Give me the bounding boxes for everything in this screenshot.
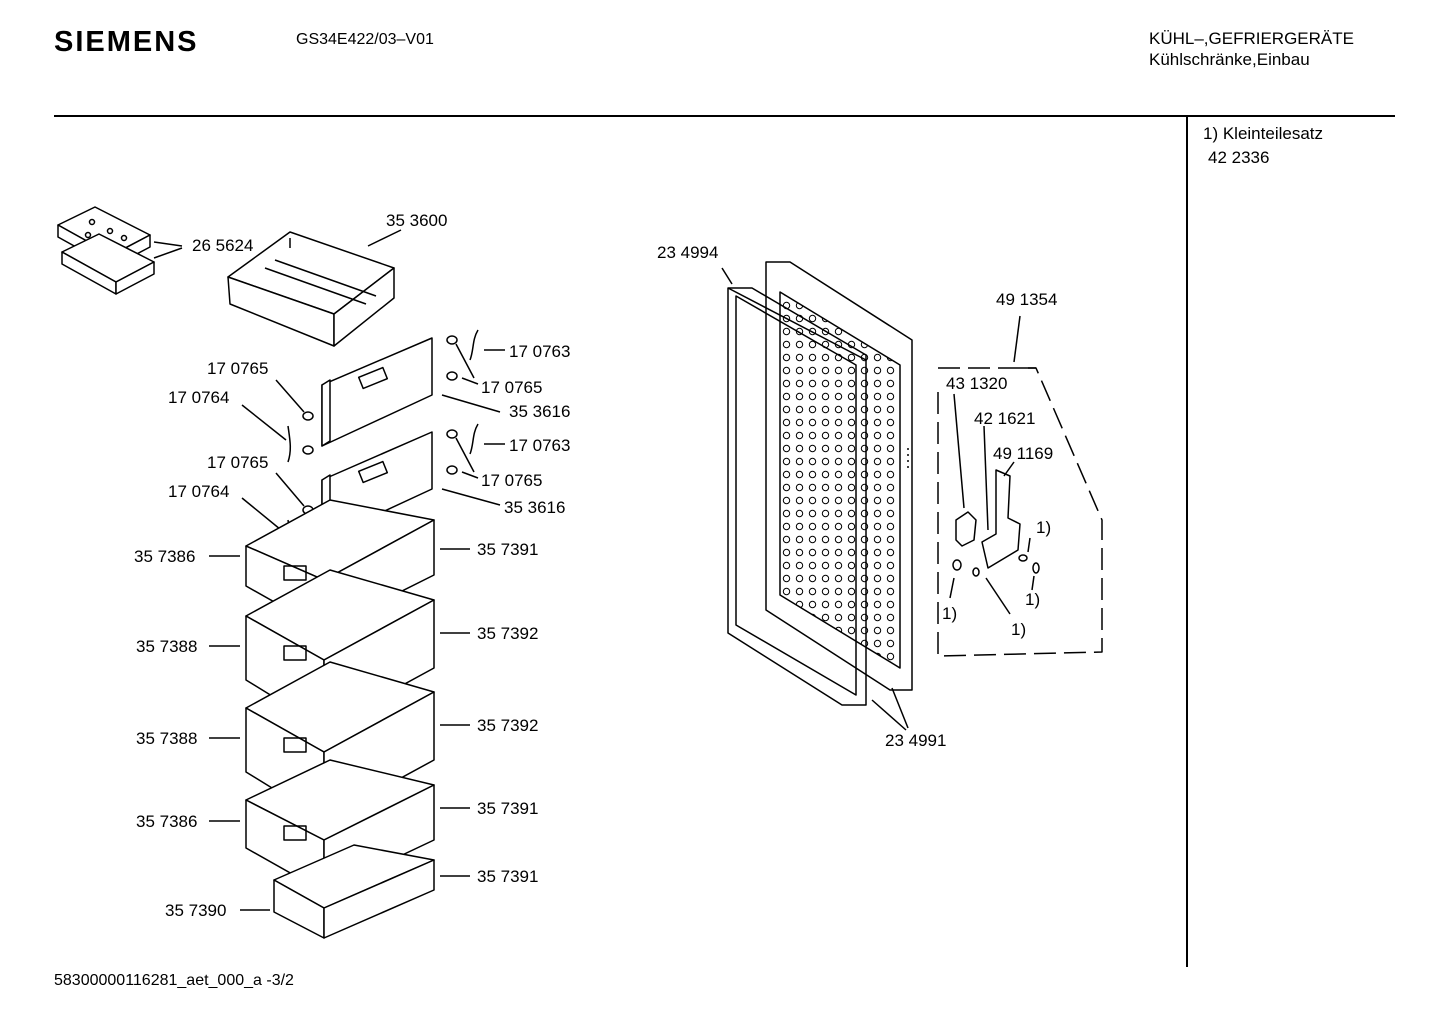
document-footer: 58300000116281_aet_000_a -3/2 [54,972,294,989]
kit-note: 1) Kleinteilesatz [1203,124,1324,143]
part-label-cap-l1: 17 0765 [207,359,269,378]
kit-note-number: 42 2336 [1208,148,1270,167]
flap-1-drawing [321,337,501,447]
kit-marker-3: 1) [942,604,958,623]
part-label-hinge-pin-r2: 17 0763 [509,436,571,455]
part-label-hinge-pin-r1: 17 0763 [509,342,571,361]
part-label-hinge-part-b: 42 1621 [974,409,1036,428]
part-label-drawer2-front: 35 7392 [477,624,539,643]
part-label-drawer3-front: 35 7392 [477,716,539,735]
top-tray-drawing [227,229,402,347]
part-label-drawer5-front: 35 7391 [477,867,539,886]
part-label-hinge-bracket: 49 1169 [993,444,1054,463]
part-label-cap-r1: 17 0765 [481,378,543,397]
part-label-hinge-kit: 49 1354 [996,290,1058,309]
part-label-door-panel: 23 4991 [885,731,947,750]
part-label-drawer4-body: 35 7386 [136,812,198,831]
kit-marker-4: 1) [1011,620,1027,639]
kit-marker-2: 1) [1025,590,1041,609]
part-label-drawer1-body: 35 7386 [134,547,196,566]
part-label-hinge-pin-l2: 17 0764 [168,482,230,501]
door-panel-drawing [765,261,913,691]
part-label-hinge-part-a: 43 1320 [946,374,1008,393]
kit-marker-1: 1) [1036,518,1052,537]
part-label-drawer1-front: 35 7391 [477,540,539,559]
model-number: GS34E422/03–V01 [296,31,434,48]
part-label-door-gasket: 23 4994 [657,243,719,262]
part-label-drawer4-front: 35 7391 [477,799,539,818]
part-label-flap-1: 35 3616 [509,402,571,421]
part-label-drawer3-body: 35 7388 [136,729,198,748]
part-label-hinge-pin-l1: 17 0764 [168,388,230,407]
part-label-drawer2-body: 35 7388 [136,637,198,656]
part-label-cap-l2: 17 0765 [207,453,269,472]
part-label-top-tray: 35 3600 [386,211,448,230]
part-label-cap-r2: 17 0765 [481,471,543,490]
category-title: KÜHL–,GEFRIERGERÄTE [1149,29,1354,48]
brand-logo: SIEMENS [54,26,199,58]
part-label-ice-packs: 26 5624 [192,236,254,255]
notes-divider [1186,116,1188,967]
drawer-stack-drawing [209,499,470,939]
ice-pack-drawing [57,206,183,295]
part-label-flap-2: 35 3616 [504,498,566,517]
hinge-kit-drawing [937,315,1103,657]
header-divider [54,115,1395,117]
category-subtitle: Kühlschränke,Einbau [1149,50,1310,69]
door-gasket-drawing [721,267,909,731]
part-label-drawer5-body: 35 7390 [165,901,227,920]
